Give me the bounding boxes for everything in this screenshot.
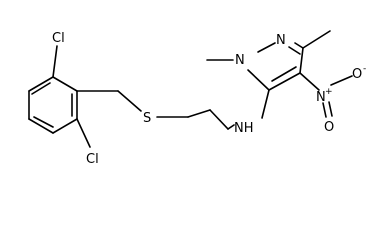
bond-n2-c3 [294,42,304,49]
atom-cl-bottom: Cl [86,152,99,167]
atom-nitro-n: N [316,90,326,105]
charge-n-plus: + [325,87,333,97]
bond-ring-c2-c3-double [31,82,51,95]
bond-c3-methyl [302,30,331,49]
bond-n1-n2 [257,42,276,53]
bond-ring-c1-c2 [52,76,78,92]
atom-ring-n-top: N [276,33,286,48]
atom-labels: Cl Cl S NH N N N + O - O [52,31,366,167]
bond-lines [28,30,353,148]
bond-nitro-o-bottom-double [328,101,333,117]
atom-cl-top: Cl [52,31,65,46]
bond-ring-c5-c6 [52,118,78,134]
atom-nitro-o-bottom: O [324,120,334,135]
bond-ch2-nh [227,124,235,130]
bond-ch2-s [117,90,142,112]
bond-c2-cl [52,45,58,78]
bond-ring-c4-c5 [28,118,54,134]
atom-sulfur: S [143,111,151,126]
bond-ch2-ch2-b [209,109,229,130]
bond-ch2-ch2 [187,109,211,118]
charge-o-minus: - [363,64,366,74]
atom-nitro-o-top: O [352,67,362,82]
bond-c6-cl [76,118,91,148]
bond-ring-c4-c5-double [33,116,54,128]
bond-c3-c4 [299,47,304,74]
bond-n2-c3-double [288,46,301,55]
bond-nh-c5 [261,89,270,119]
atom-amine: NH [234,121,254,136]
atom-ring-n-left: N [235,53,245,68]
bond-c4-nitro [299,72,320,91]
bond-c4-c5-double [271,66,297,82]
bond-c4-c5 [268,72,301,91]
bond-ring-c2-c3 [28,76,54,92]
bond-nitro-o-bottom [322,102,327,118]
bond-c5-n1 [247,69,270,91]
bond-nitro-o-top [330,75,353,86]
molecule-structure: Cl Cl S NH N N N + O - O [28,30,366,167]
